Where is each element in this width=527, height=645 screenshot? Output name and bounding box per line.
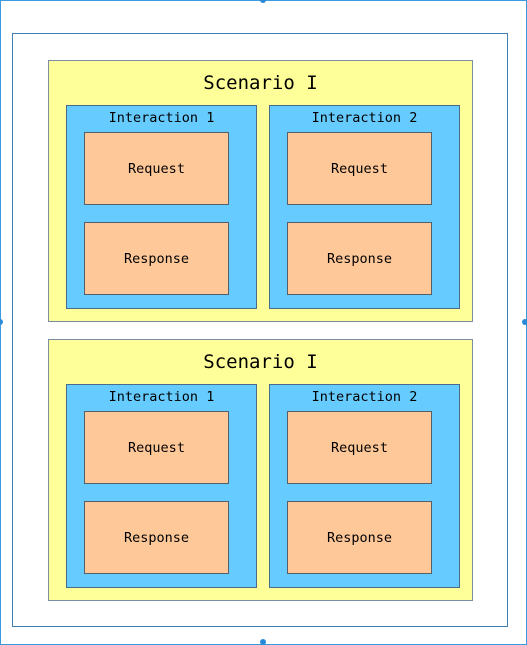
response-box[interactable]: Response xyxy=(287,222,432,295)
interaction-box[interactable]: Interaction 1 Request Response xyxy=(66,105,257,309)
interaction-title: Interaction 1 xyxy=(108,110,215,126)
resize-handle-top[interactable] xyxy=(260,0,266,3)
interaction-title: Interaction 1 xyxy=(108,389,215,405)
resize-handle-left[interactable] xyxy=(0,319,3,325)
response-label: Response xyxy=(326,529,393,546)
request-box[interactable]: Request xyxy=(287,132,432,205)
interaction-title: Interaction 2 xyxy=(311,110,418,126)
interaction-title: Interaction 2 xyxy=(311,389,418,405)
response-box[interactable]: Response xyxy=(287,501,432,574)
interaction-box[interactable]: Interaction 1 Request Response xyxy=(66,384,257,588)
scenario-title: Scenario I xyxy=(203,72,318,94)
interaction-box[interactable]: Interaction 2 Request Response xyxy=(269,105,460,309)
request-label: Request xyxy=(128,439,185,456)
request-box[interactable]: Request xyxy=(287,411,432,484)
request-box[interactable]: Request xyxy=(84,411,229,484)
scenario-2-box[interactable]: Scenario I Interaction 1 Request Respons… xyxy=(48,339,473,601)
response-box[interactable]: Response xyxy=(84,222,229,295)
response-box[interactable]: Response xyxy=(84,501,229,574)
request-label: Request xyxy=(331,439,388,456)
response-label: Response xyxy=(326,250,393,267)
scenario-1-box[interactable]: Scenario I Interaction 1 Request Respons… xyxy=(48,60,473,322)
interaction-box[interactable]: Interaction 2 Request Response xyxy=(269,384,460,588)
resize-handle-bottom[interactable] xyxy=(260,639,266,645)
request-box[interactable]: Request xyxy=(84,132,229,205)
scenario-title: Scenario I xyxy=(203,351,318,373)
resize-handle-right[interactable] xyxy=(522,319,527,325)
request-label: Request xyxy=(128,160,185,177)
request-label: Request xyxy=(331,160,388,177)
response-label: Response xyxy=(123,250,190,267)
response-label: Response xyxy=(123,529,190,546)
